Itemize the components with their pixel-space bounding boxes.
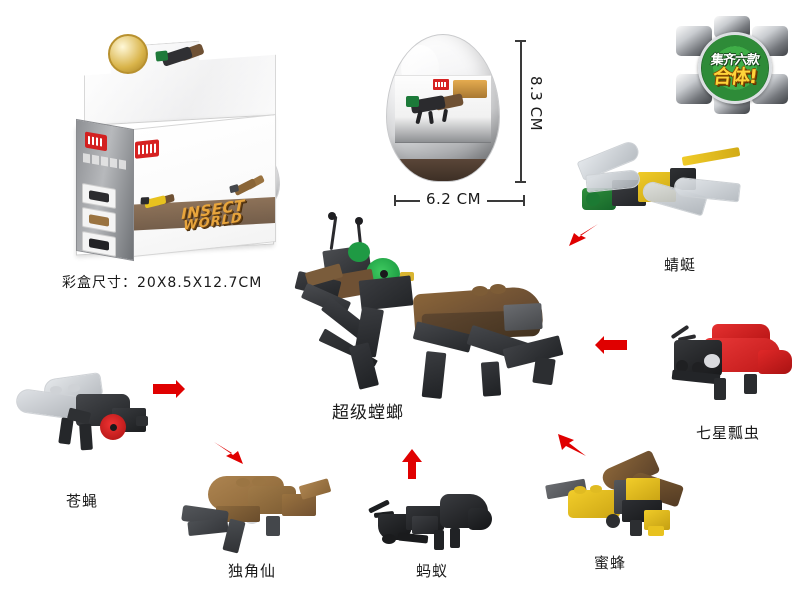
egg-height-cap-top bbox=[515, 40, 526, 42]
fly-eye-pupil bbox=[110, 424, 117, 431]
dragonfly-tail bbox=[681, 147, 741, 166]
side-thumb-item bbox=[82, 206, 116, 233]
arrow-bee-to-center bbox=[556, 432, 590, 458]
egg-insect-world-logo bbox=[453, 80, 487, 98]
ant-abdomen-tip bbox=[468, 508, 492, 530]
mantis-stud-a bbox=[472, 286, 488, 296]
bee-abdomen bbox=[568, 490, 620, 518]
arrow-ladybug-to-center bbox=[594, 334, 628, 360]
fly-wing-stud-a bbox=[50, 386, 62, 394]
bee-stud-b bbox=[590, 485, 602, 493]
box-dimension-caption: 彩盒尺寸：20X8.5X12.7CM bbox=[62, 275, 263, 291]
ant-label: 蚂蚁 bbox=[415, 562, 448, 580]
side-thumbnail-list bbox=[82, 182, 116, 257]
fly-leg-1 bbox=[58, 417, 74, 445]
fly-wing-stud-b bbox=[68, 384, 80, 392]
ladybug-label: 七星瓢虫 bbox=[695, 424, 760, 442]
ant-leg-2 bbox=[450, 528, 460, 548]
box-side-panel bbox=[76, 118, 134, 262]
rhino-stud-a bbox=[236, 478, 250, 487]
mantis-eye-upper bbox=[348, 242, 370, 262]
egg-mantis-art bbox=[405, 90, 467, 125]
rhino-head bbox=[282, 494, 316, 516]
mantis-wing-tip bbox=[503, 303, 543, 331]
bee-leg-2 bbox=[630, 520, 642, 536]
bee-foot bbox=[648, 526, 664, 536]
egg-width-label: 6.2 CM bbox=[420, 190, 488, 208]
mantis-antenna-left bbox=[329, 215, 338, 251]
side-thumb-item bbox=[82, 182, 116, 209]
model-rhino-beetle bbox=[181, 472, 334, 554]
ladybug-shell-rear bbox=[758, 350, 792, 374]
brand-logo-icon bbox=[135, 139, 159, 159]
arrow-fly-to-center bbox=[152, 378, 186, 404]
arrow-dragonfly-to-center bbox=[566, 222, 600, 248]
egg-brand-logo-icon bbox=[433, 79, 449, 90]
bee-leg-1 bbox=[606, 514, 620, 528]
ant-underbody bbox=[397, 532, 429, 544]
ant-thorax-upper bbox=[412, 516, 438, 534]
box-gold-emblem bbox=[108, 34, 148, 74]
bee-label: 蜜蜂 bbox=[593, 554, 626, 572]
ladybug-face-stud-a bbox=[676, 360, 688, 372]
model-bee bbox=[538, 449, 685, 542]
bee-stud-a bbox=[574, 486, 586, 494]
ladybug-leg-2 bbox=[744, 374, 757, 394]
mantis-stud-b bbox=[490, 284, 506, 294]
model-dragonfly bbox=[576, 128, 741, 220]
mantis-antenna-tip-right bbox=[355, 217, 363, 225]
egg-height-dim-line bbox=[520, 40, 522, 182]
display-box: INSECT WORLD bbox=[62, 28, 312, 268]
mantis-neck bbox=[358, 275, 414, 311]
arrow-rhino-to-center bbox=[212, 440, 246, 466]
box-front-bee bbox=[139, 193, 178, 213]
fly-label: 苍蝇 bbox=[65, 492, 98, 510]
mantis-antenna-tip-left bbox=[328, 212, 336, 220]
emblem-bottom-text: 合体! bbox=[712, 66, 759, 88]
model-ladybug bbox=[658, 322, 798, 406]
dragonfly-eye bbox=[586, 192, 600, 206]
combine-emblem: 集齐六款 合体! bbox=[676, 16, 788, 114]
bee-face-plate bbox=[644, 510, 670, 530]
ant-leg-3 bbox=[382, 534, 396, 544]
rhino-leg-front bbox=[266, 516, 280, 536]
fly-rear bbox=[136, 416, 148, 426]
dragonfly-label: 蜻蜓 bbox=[663, 256, 696, 274]
rhino-beetle-label: 独角仙 bbox=[227, 562, 276, 580]
super-mantis-label: 超级螳螂 bbox=[332, 403, 404, 423]
emblem-green-circle: 集齐六款 合体! bbox=[698, 32, 772, 104]
bee-thorax-yellow bbox=[626, 478, 660, 502]
side-brand-logo-icon bbox=[85, 131, 107, 152]
egg-capsule-diagram: 8.3 CM 6.2 CM bbox=[386, 34, 545, 208]
mantis-hindleg-foot bbox=[532, 356, 556, 386]
side-panel-text bbox=[83, 153, 127, 170]
ladybug-leg-1 bbox=[714, 378, 726, 400]
box-front-panel: INSECT WORLD bbox=[124, 114, 276, 258]
egg-capsule-large bbox=[386, 34, 500, 182]
egg-width-cap-right bbox=[523, 195, 525, 206]
fly-leg-2 bbox=[79, 423, 93, 451]
mantis-eye-pupil bbox=[380, 270, 388, 278]
egg-height-label: 8.3 CM bbox=[527, 76, 545, 132]
rhino-stud-b bbox=[252, 477, 266, 486]
arrow-ant-to-center bbox=[400, 448, 424, 480]
mantis-leg3-lower bbox=[480, 361, 502, 397]
ant-leg-1 bbox=[434, 530, 444, 550]
mantis-leg2-lower bbox=[421, 351, 447, 399]
rhino-leg-rear-right bbox=[187, 517, 229, 537]
egg-width-cap-left bbox=[394, 195, 396, 206]
egg-wrapper-label bbox=[395, 75, 491, 143]
egg-height-cap-bottom bbox=[515, 181, 526, 183]
model-fly bbox=[14, 372, 152, 462]
ladybug-eye bbox=[704, 354, 720, 368]
egg-base bbox=[387, 159, 499, 181]
model-ant bbox=[368, 486, 496, 552]
model-super-mantis bbox=[294, 212, 566, 401]
